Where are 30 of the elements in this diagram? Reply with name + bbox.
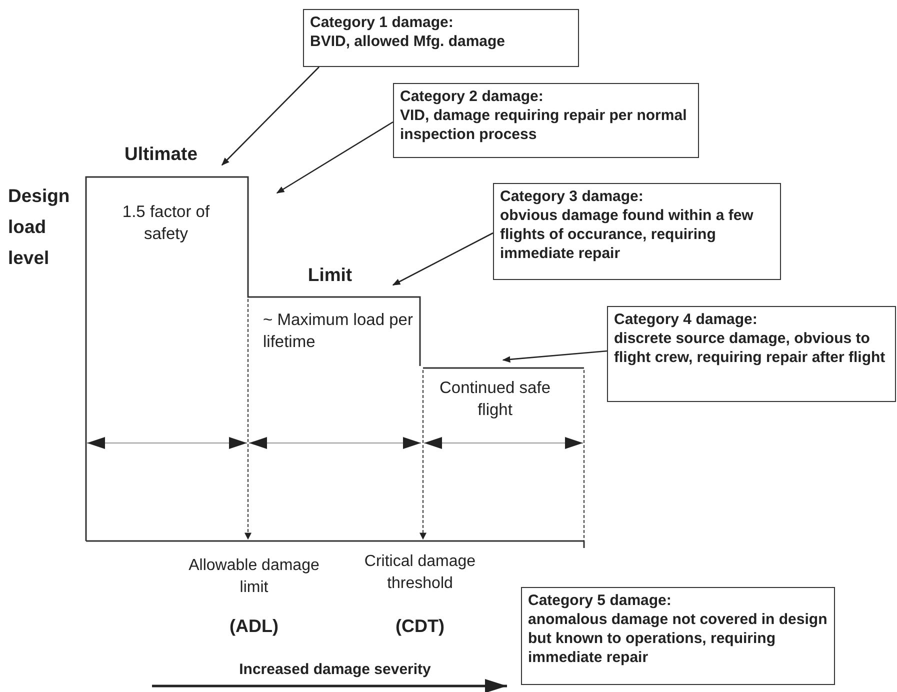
region-note: 1.5 factor of safety xyxy=(121,202,211,245)
direction-label: Increased damage severity xyxy=(238,660,432,679)
callout-heading: Category 3 damage: xyxy=(500,187,644,206)
callout-box xyxy=(393,83,699,158)
callout-box xyxy=(303,9,579,67)
callout-heading: Category 5 damage: xyxy=(528,591,672,610)
arrow xyxy=(502,350,608,363)
threshold-label: Critical damage threshold xyxy=(363,552,477,594)
region-note: ~ Maximum load per lifetime xyxy=(263,310,414,353)
callout-heading: Category 4 damage: xyxy=(614,310,758,329)
arrow xyxy=(276,121,394,194)
callout-heading: Category 2 damage: xyxy=(400,87,544,106)
threshold-abbreviation: (ADL) xyxy=(228,617,280,636)
callout-heading: Category 1 damage: xyxy=(310,13,454,32)
callout-text: BVID, allowed Mfg. damage xyxy=(310,32,506,51)
callout-box xyxy=(493,183,781,280)
callout-text: VID, damage requiring repair per normal inspection process xyxy=(400,106,688,144)
callout-text: anomalous damage not covered in design but known to operations, requiring immediate repair xyxy=(528,610,828,667)
level-label: Ultimate xyxy=(124,144,198,163)
axis-label: Design load level xyxy=(8,184,71,270)
callout-box xyxy=(521,587,835,685)
arrow xyxy=(221,66,320,166)
callout-text: discrete source damage, obvious to flight crew, requiring repair after flight xyxy=(614,329,886,367)
threshold-label: Allowable damage limit xyxy=(188,556,320,598)
callout-box xyxy=(607,306,896,402)
threshold-abbreviation: (CDT) xyxy=(394,617,446,636)
callout-text: obvious damage found within a few flights of occurance, requiring immediate repair xyxy=(500,206,754,263)
level-label: Limit xyxy=(306,265,354,284)
arrow xyxy=(392,232,494,286)
region-note: Continued safe flight xyxy=(438,378,552,421)
